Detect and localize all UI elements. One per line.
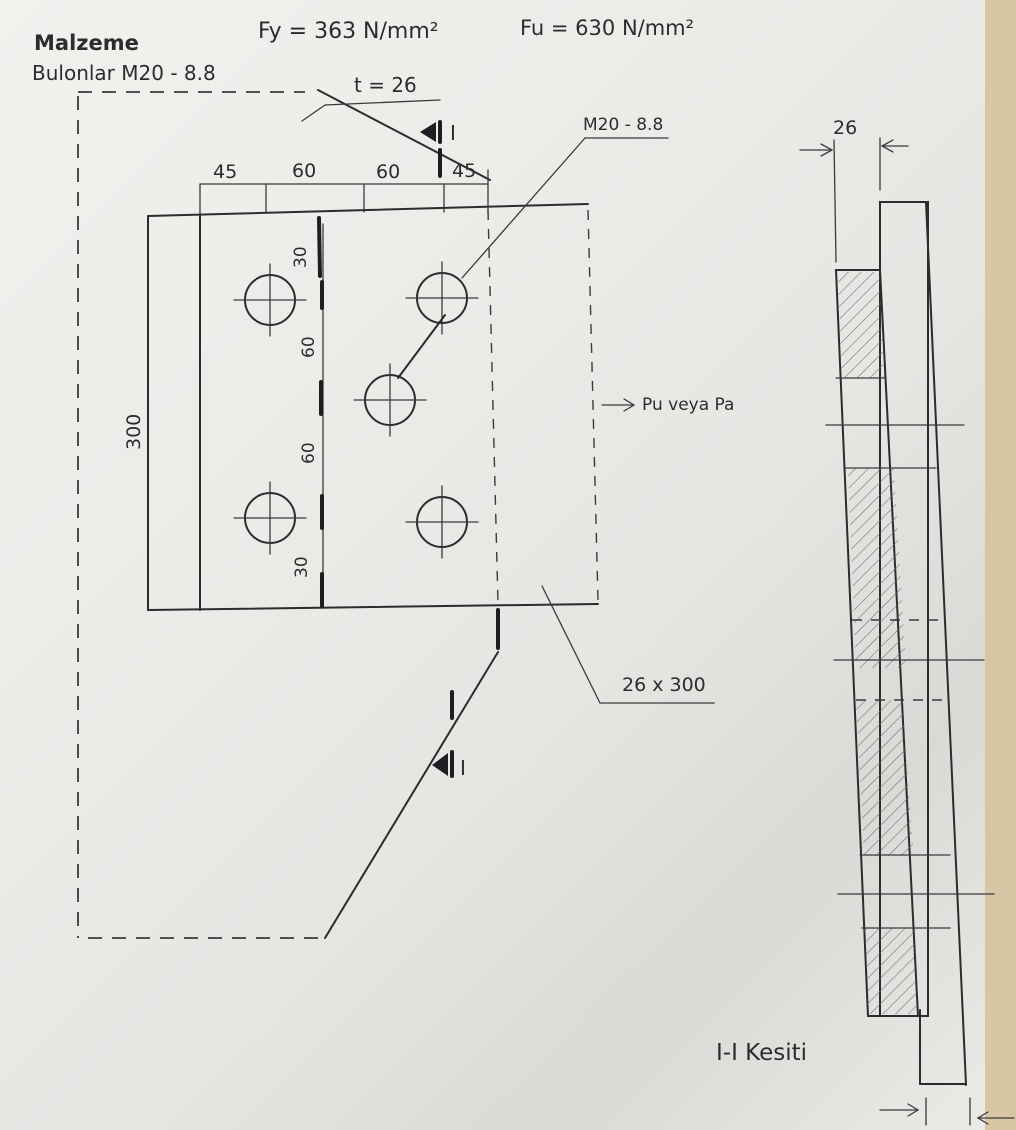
section-marker-top-label: I [450,121,456,145]
top-dimension-line [199,169,489,217]
bolt-leader [397,137,669,379]
malzeme-heading: Malzeme [34,31,139,55]
gusset-plate-outline [77,89,499,939]
dim-left-4: 30 [292,556,312,578]
plate-size-leader [541,585,715,704]
section-marker-top [420,120,442,178]
plate-height-label: 300 [123,414,145,450]
gusset-thickness-label: t = 26 [354,73,417,97]
section-marker-bottom-label: I [460,756,466,780]
dim-top-1: 45 [213,161,237,183]
section-marker-bottom [432,608,500,778]
dim-left-1: 30 [291,246,311,268]
section-thickness-label: 26 [833,117,857,139]
main-plate [147,203,599,611]
bolt-5 [405,485,479,559]
fu-value: Fu = 630 N/mm² [520,16,694,40]
load-arrow [601,398,636,412]
bolt-spec-heading: Bulonlar M20 - 8.8 [32,61,216,85]
dim-top-2: 60 [292,160,316,182]
dim-left-2: 60 [299,336,319,358]
bolt-1 [233,263,307,337]
load-label: Pu veya Pa [642,395,734,415]
bolt-3 [353,363,427,437]
desk-edge [985,0,1016,1130]
dim-top-3: 60 [376,161,400,183]
section-bolt-lines [825,377,995,929]
section-title: I-I Kesiti [716,1040,807,1066]
fy-value: Fy = 363 N/mm² [258,19,439,44]
dim-top-4: 45 [452,160,476,182]
bolt-spacing-marks [317,216,324,608]
bolt-4 [233,481,307,555]
bolt-label: M20 - 8.8 [583,115,663,135]
plate-size-label: 26 x 300 [622,674,706,696]
plate-dashed-edge [487,209,599,605]
bolt-2 [405,261,479,335]
section-thickness-dim [799,137,909,263]
plate-section [834,269,920,1017]
section-bottom-dim [879,1097,1015,1126]
dim-left-3: 60 [299,442,319,464]
